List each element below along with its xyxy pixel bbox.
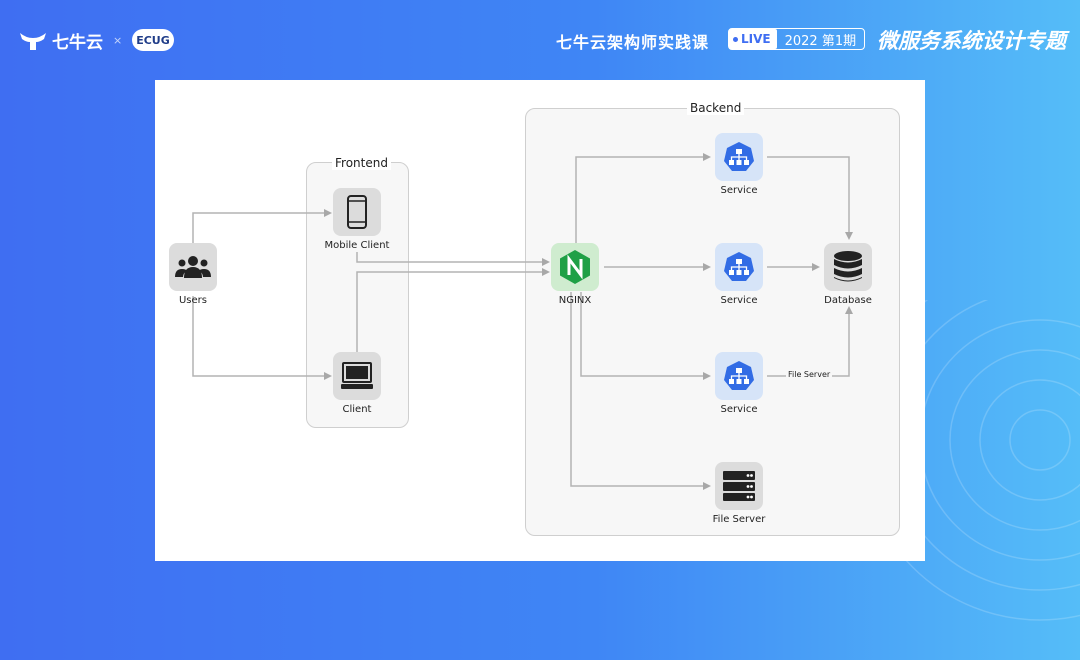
edge-client-nginx	[356, 268, 550, 352]
nginx-logo-icon	[560, 250, 590, 284]
header-bar: 七牛云 × ECUG 七牛云架构师实践课 LIVE 2022 第1期 微服务系统…	[0, 0, 1080, 80]
collab-separator: ×	[113, 34, 123, 47]
service-bottom-label: Service	[720, 404, 758, 415]
file-server-node[interactable]	[715, 462, 763, 510]
mobile-client-label: Mobile Client	[324, 240, 390, 251]
series-title: 七牛云架构师实践课	[556, 33, 710, 52]
edge-users-mobile	[192, 209, 332, 244]
edge-users-client	[192, 296, 332, 380]
backend-group	[525, 108, 900, 536]
brand-name: 七牛云	[52, 33, 103, 53]
database-label: Database	[824, 295, 872, 306]
nginx-label: NGINX	[558, 295, 592, 306]
database-node[interactable]	[824, 243, 872, 291]
edge-nginx-service-top	[575, 153, 711, 243]
service-top-node[interactable]	[715, 133, 763, 181]
users-group-icon	[175, 256, 211, 278]
qiniu-logo-icon	[20, 32, 46, 50]
service-mid-node[interactable]	[715, 243, 763, 291]
nginx-node[interactable]	[551, 243, 599, 291]
kubernetes-service-icon	[724, 252, 754, 281]
topic-title: 微服务系统设计专题	[877, 29, 1066, 53]
mobile-phone-icon	[347, 195, 367, 229]
edge-service-bottom-db	[767, 306, 853, 377]
client-label: Client	[342, 404, 372, 415]
edge-nginx-fileserver	[570, 292, 711, 490]
diagram-canvas: Frontend Backend File Server	[155, 80, 925, 561]
service-top-label: Service	[720, 185, 758, 196]
edge-nginx-service-bottom	[580, 292, 711, 380]
users-label: Users	[178, 295, 207, 306]
ecug-logo: ECUG	[132, 29, 174, 51]
service-mid-label: Service	[720, 295, 758, 306]
live-dot-icon	[733, 36, 738, 42]
edges-layer	[192, 153, 853, 490]
edge-service-top-db	[767, 156, 853, 240]
file-server-label: File Server	[712, 514, 766, 525]
service-bottom-node[interactable]	[715, 352, 763, 400]
mobile-client-node[interactable]	[333, 188, 381, 236]
live-period-box: LIVE 2022 第1期	[728, 28, 865, 50]
server-rack-icon	[723, 471, 755, 501]
backend-group-title: Backend	[687, 101, 745, 115]
kubernetes-service-icon	[724, 361, 754, 390]
qiniu-logo: 七牛云	[18, 28, 103, 53]
database-icon	[834, 251, 862, 282]
frontend-group-title: Frontend	[332, 156, 391, 170]
users-node[interactable]	[169, 243, 217, 291]
period-text: 2022 第1期	[784, 33, 857, 49]
edge-label-file-server: File Server	[786, 370, 833, 379]
live-text: LIVE	[741, 32, 771, 46]
kubernetes-service-icon	[724, 142, 754, 171]
desktop-computer-icon	[341, 362, 373, 389]
live-badge: LIVE	[729, 29, 777, 49]
client-node[interactable]	[333, 352, 381, 400]
edge-mobile-nginx	[356, 252, 550, 266]
